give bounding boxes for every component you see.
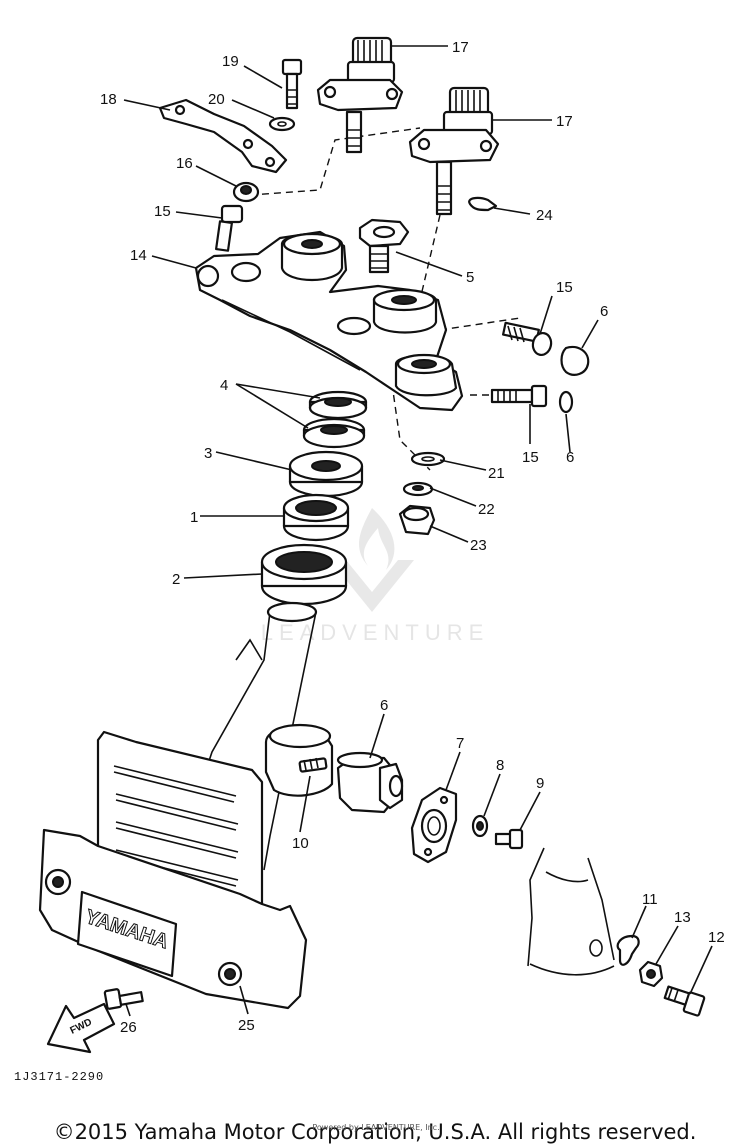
callout-numbers: 17 17 19 20 18 16 15 14 5 24 15 6 15 6 4… bbox=[100, 39, 725, 1036]
part-11-clip bbox=[616, 934, 640, 966]
part-6-cap-lower bbox=[558, 390, 574, 414]
part-17-lower bbox=[408, 86, 500, 216]
callout-7: 7 bbox=[456, 735, 464, 752]
callout-4: 4 bbox=[220, 377, 228, 394]
copyright-notice: ©2015 Yamaha Motor Corporation, U.S.A. A… bbox=[54, 1120, 697, 1144]
part-15-bolt-top bbox=[215, 204, 244, 252]
part-21-washer bbox=[410, 451, 446, 467]
callout-19: 19 bbox=[222, 53, 239, 70]
watermark-text: LEADVENTURE bbox=[261, 620, 490, 645]
part-6-damper-knob bbox=[336, 751, 404, 814]
part-2-bearing bbox=[260, 543, 348, 606]
part-7-plate bbox=[410, 786, 458, 864]
part-20-washer bbox=[268, 116, 296, 132]
part-25-cover: YAMAHA bbox=[38, 730, 308, 1010]
part-17-upper bbox=[316, 36, 404, 154]
callout-1: 1 bbox=[190, 509, 198, 526]
part-4-ring-nut-upper bbox=[308, 390, 368, 420]
front-fork-ghost bbox=[527, 847, 615, 976]
part-6-cap-upper bbox=[560, 345, 590, 376]
callout-22: 22 bbox=[478, 501, 495, 518]
part-14-handle-crown bbox=[194, 230, 464, 412]
part-12-bolt bbox=[663, 985, 706, 1017]
part-9-screw bbox=[494, 828, 524, 850]
callout-23: 23 bbox=[470, 537, 487, 554]
part-23-nut bbox=[398, 504, 436, 536]
callout-12: 12 bbox=[708, 929, 725, 946]
diagram-reference-code: 1J3171-2290 bbox=[14, 1070, 104, 1084]
part-4-ring-nut-lower bbox=[302, 417, 366, 449]
callout-15-right-lower: 15 bbox=[522, 449, 539, 466]
callout-26: 26 bbox=[120, 1019, 137, 1036]
callout-24: 24 bbox=[536, 207, 553, 224]
part-22-washer bbox=[402, 481, 434, 497]
callout-6-lower: 6 bbox=[566, 449, 574, 466]
callout-20: 20 bbox=[208, 91, 225, 108]
callout-15-right-upper: 15 bbox=[556, 279, 573, 296]
part-13-nut bbox=[638, 960, 664, 988]
callout-9: 9 bbox=[536, 775, 544, 792]
callout-13: 13 bbox=[674, 909, 691, 926]
callout-8: 8 bbox=[496, 757, 504, 774]
part-8-washer bbox=[471, 814, 489, 838]
damper-mount bbox=[264, 723, 334, 797]
callout-17-lower: 17 bbox=[556, 113, 573, 130]
part-19-bolt bbox=[281, 58, 303, 110]
part-26-screw bbox=[103, 988, 144, 1010]
leader-lines bbox=[123, 45, 713, 1017]
part-24-clip bbox=[468, 196, 498, 212]
callout-11: 11 bbox=[642, 891, 658, 908]
part-10-stud bbox=[298, 757, 328, 773]
callout-6-damper: 6 bbox=[380, 697, 388, 714]
fwd-arrow-icon: FWD bbox=[46, 1002, 116, 1054]
callout-16: 16 bbox=[176, 155, 193, 172]
callout-21: 21 bbox=[488, 465, 505, 482]
part-5-bolt bbox=[358, 218, 410, 274]
part-15-bolt-right-upper bbox=[502, 321, 553, 357]
callout-6-upper: 6 bbox=[600, 303, 608, 320]
part-18-bracket bbox=[158, 98, 288, 174]
part-15-bolt-right-lower bbox=[490, 384, 548, 408]
overlay-credit: Powered by LEADVENTURE, Inc. bbox=[312, 1123, 439, 1132]
callout-14: 14 bbox=[130, 247, 147, 264]
callout-10: 10 bbox=[292, 835, 309, 852]
callout-18: 18 bbox=[100, 91, 117, 108]
part-1-bearing bbox=[282, 493, 350, 542]
callout-25: 25 bbox=[238, 1017, 255, 1034]
callout-2: 2 bbox=[172, 571, 180, 588]
callout-17-upper: 17 bbox=[452, 39, 469, 56]
callout-3: 3 bbox=[204, 445, 212, 462]
part-3-seal bbox=[288, 450, 364, 498]
callout-5: 5 bbox=[466, 269, 474, 286]
callout-15-top: 15 bbox=[154, 203, 171, 220]
part-16-collar bbox=[232, 181, 260, 203]
watermark: LEADVENTURE bbox=[261, 508, 490, 645]
